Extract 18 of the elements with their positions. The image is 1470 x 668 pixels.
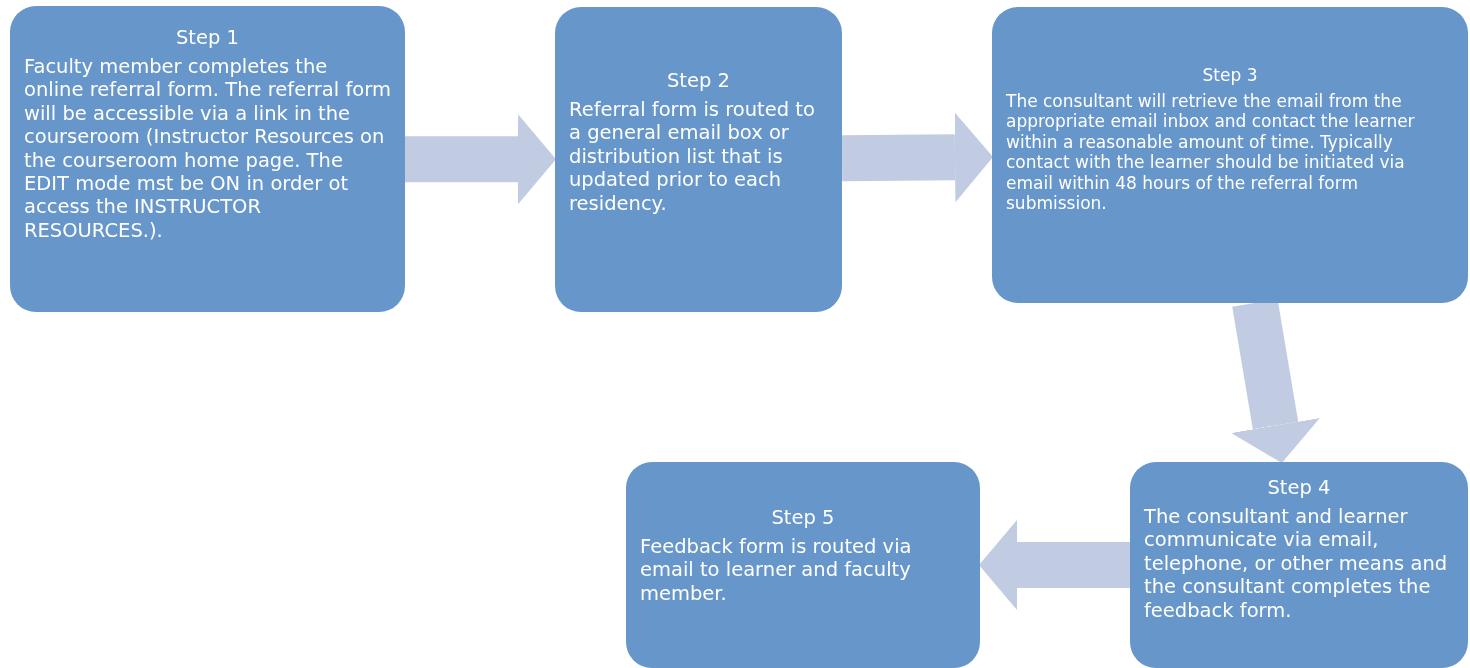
step-description: Referral form is routed to a general email box or distribution list that is updated prior to each residency. bbox=[569, 98, 816, 215]
step-heading: Step 4 bbox=[1266, 476, 1332, 499]
block-arrow bbox=[979, 520, 1130, 610]
step-heading: Step 5 bbox=[770, 506, 836, 529]
step-box bbox=[992, 7, 1468, 303]
step-box bbox=[10, 6, 405, 312]
step-box bbox=[1130, 462, 1468, 668]
step-description: Feedback form is routed via email to learner and faculty member. bbox=[640, 535, 913, 606]
step-description: The consultant will retrieve the email from the appropriate email inbox and contact the learner within a reasonable amount of time. Typically contact with the learner should be initiated via email within 48 hours of the referral form submission. bbox=[1006, 91, 1416, 214]
step-heading: Step 2 bbox=[666, 69, 731, 92]
step-heading: Step 3 bbox=[1201, 65, 1259, 85]
step-heading: Step 1 bbox=[175, 26, 240, 49]
block-arrow bbox=[405, 114, 556, 205]
step-description: The consultant and learner communicate via email, telephone, or other means and the consultant completes the feedback form. bbox=[1144, 505, 1449, 622]
step-description: Faculty member completes the online referral form. The referral form will be accessible via a link in the courseroom (Instructor Resources on the courseroom home page. The EDIT mode mst be ON in order ot access the INSTRUCTOR RESOURCES.). bbox=[24, 55, 391, 243]
block-arrow bbox=[841, 112, 993, 203]
step-box bbox=[626, 462, 980, 668]
step-box bbox=[555, 7, 842, 312]
